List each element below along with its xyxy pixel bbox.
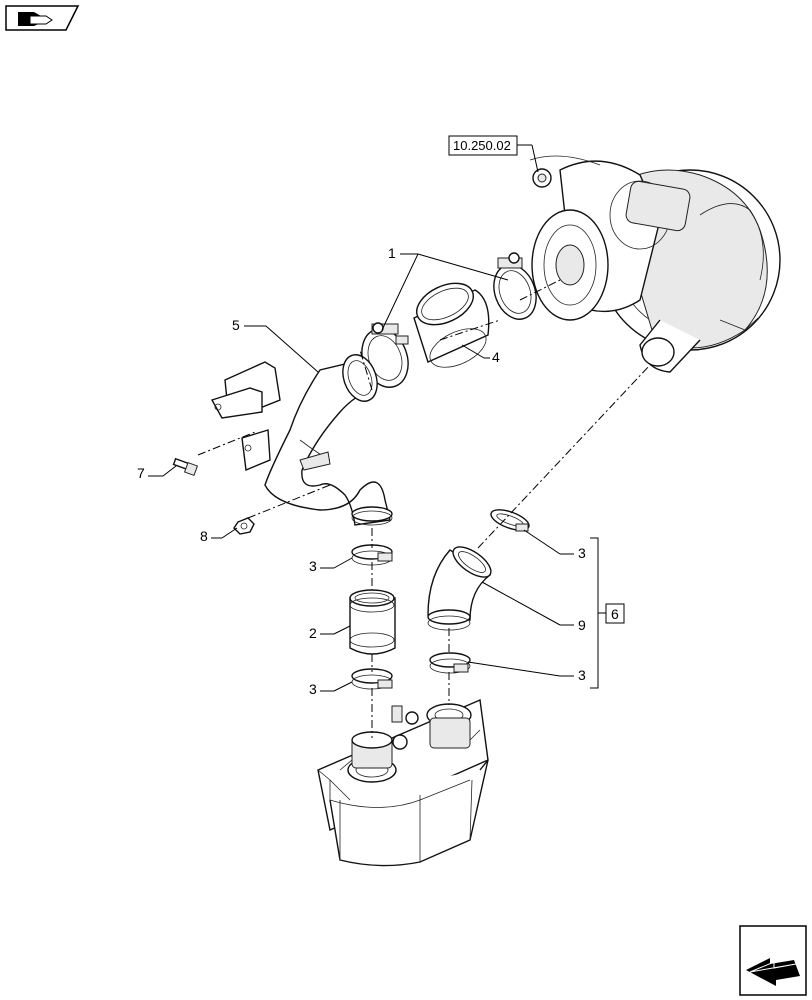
nut-8 <box>233 517 255 535</box>
callout-1[interactable]: 1 <box>381 245 509 331</box>
callout-4-label: 4 <box>492 349 500 365</box>
callout-3-lower-left[interactable]: 3 <box>309 681 353 697</box>
callout-3-upper-right[interactable]: 3 <box>523 529 586 561</box>
callout-3-ll-label: 3 <box>309 681 317 697</box>
elbow-9 <box>427 546 492 631</box>
callout-3-ur-label: 3 <box>578 545 586 561</box>
callout-2-label: 2 <box>309 625 317 641</box>
hose-2 <box>349 589 396 655</box>
bolt-7 <box>172 457 199 477</box>
hose-4 <box>413 282 490 368</box>
callout-7[interactable]: 7 <box>137 465 177 481</box>
callout-1-label: 1 <box>388 245 396 261</box>
group-bracket[interactable]: 6 <box>590 537 625 689</box>
next-page-arrow-icon[interactable] <box>739 925 807 996</box>
callout-8-label: 8 <box>200 528 208 544</box>
callout-5[interactable]: 5 <box>232 317 319 373</box>
reference-label: 10.250.02 <box>453 138 511 153</box>
clamp-3-upper-right <box>490 509 530 532</box>
callout-9[interactable]: 9 <box>481 581 586 633</box>
callout-3-ul-label: 3 <box>309 558 317 574</box>
clamp-1-upper <box>493 252 537 320</box>
callout-4[interactable]: 4 <box>461 344 500 365</box>
charge-air-cooler <box>317 698 489 867</box>
reference-callout[interactable]: 10.250.02 <box>448 135 539 173</box>
page-flip-icon[interactable] <box>5 5 80 31</box>
callout-5-label: 5 <box>232 317 240 333</box>
callout-9-label: 9 <box>578 617 586 633</box>
callout-3-lr-label: 3 <box>578 667 586 683</box>
callout-3-upper-left[interactable]: 3 <box>309 557 353 574</box>
callout-3-lower-right[interactable]: 3 <box>467 661 586 683</box>
clamp-3-lower-right <box>429 652 471 674</box>
callout-8[interactable]: 8 <box>200 527 238 544</box>
pipe-5 <box>210 354 393 526</box>
callout-7-label: 7 <box>137 465 145 481</box>
group-label: 6 <box>611 606 619 622</box>
callout-2[interactable]: 2 <box>309 625 351 641</box>
turbocharger <box>529 155 781 373</box>
